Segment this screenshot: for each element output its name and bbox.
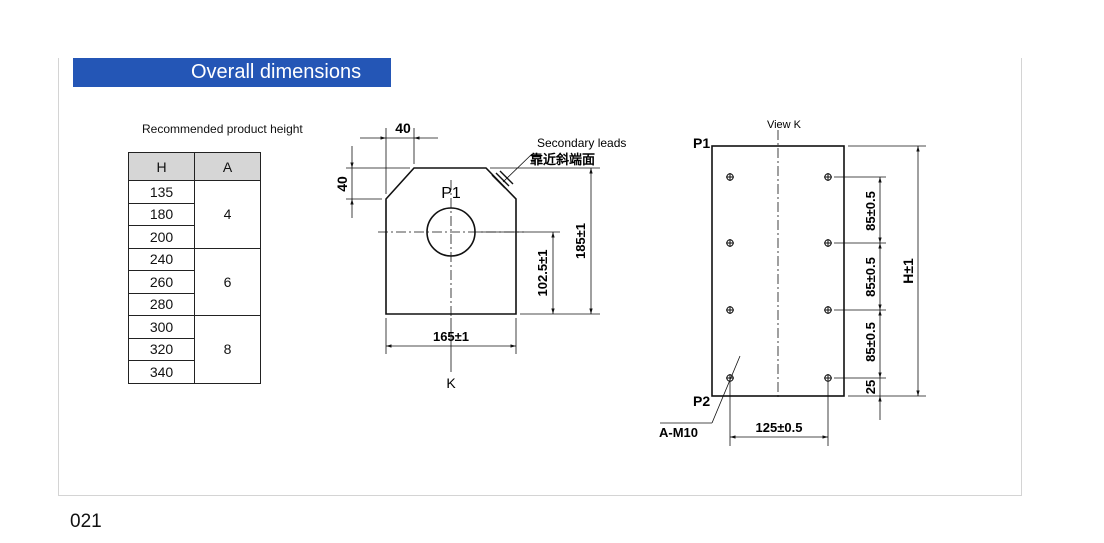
mounting-holes — [726, 173, 832, 382]
table-cell-a: 6 — [194, 247, 261, 316]
label-bottom-offset: 25 — [863, 380, 878, 394]
label-center-height: 102.5±1 — [535, 250, 550, 297]
label-top-height: 40 — [334, 176, 350, 192]
label-thread: A-M10 — [659, 425, 698, 440]
height-table: H A 135 4 180 200 240 6 260 280 300 8 32… — [128, 152, 261, 384]
leader-thread — [711, 355, 741, 424]
label-width: 165±1 — [433, 329, 469, 344]
label-p1-front: P1 — [441, 185, 461, 202]
label-view-k: View K — [767, 119, 802, 131]
table-cell-h: 200 — [128, 225, 195, 249]
label-top-width: 40 — [395, 120, 411, 136]
label-height: H±1 — [900, 258, 916, 284]
table-cell-h: 180 — [128, 202, 195, 226]
label-pitch-1: 85±0.5 — [863, 191, 878, 231]
label-p1-side: P1 — [693, 135, 710, 151]
table-cell-a: 8 — [194, 315, 261, 384]
label-hole-spacing: 125±0.5 — [756, 420, 803, 435]
label-p2-side: P2 — [693, 393, 710, 409]
label-pitch-3: 85±0.5 — [863, 322, 878, 362]
table-caption: Recommended product height — [142, 122, 303, 136]
secondary-leads-symbol — [491, 170, 514, 189]
label-total-height: 185±1 — [573, 223, 588, 259]
page-number: 021 — [70, 511, 102, 532]
table-cell-h: 340 — [128, 360, 195, 384]
leader-secondary-leads — [502, 153, 533, 183]
label-secondary-leads: Secondary leads — [537, 136, 626, 150]
table-cell-a: 4 — [194, 180, 261, 249]
label-pitch-2: 85±0.5 — [863, 257, 878, 297]
label-secondary-leads-note: 靠近斜端面 — [530, 152, 595, 167]
label-view-k-arrow: K — [446, 375, 456, 391]
column-header-a: A — [194, 152, 261, 181]
side-view — [660, 130, 926, 446]
table-cell-h: 260 — [128, 270, 195, 294]
section-title: Overall dimensions — [191, 61, 362, 83]
front-view — [346, 128, 600, 372]
section-title-bar: Overall dimensions — [73, 58, 391, 87]
